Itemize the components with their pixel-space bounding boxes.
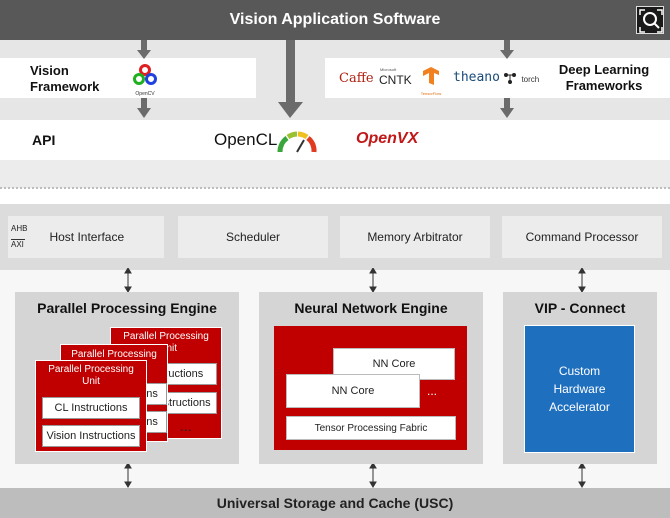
zoom-button[interactable] [636,6,664,34]
cl-instructions: CL Instructions [42,397,140,419]
cntk-logo: CNTK [379,73,412,87]
double-arrow-connectors [124,268,586,488]
driver-band [0,160,670,188]
vip-title: VIP - Connect [534,300,626,316]
divider [0,187,670,189]
dl-frameworks-label: Deep Learning Frameworks [558,62,650,93]
ppe-title: Parallel Processing Engine [37,300,217,316]
api-label: API [32,132,56,148]
opencv-icon [133,64,157,85]
scheduler-box: Scheduler [178,216,328,258]
app-header: Vision Application Software [0,0,670,40]
torch-icon [504,72,516,84]
double-arrow-icon [124,268,586,488]
opencl-gauge-icon [277,131,317,153]
command-processor-box: Command Processor [502,216,662,258]
theano-logo: theano [453,70,500,85]
bus-labels: AHB AXI [11,224,28,249]
header-title: Vision Application Software [229,11,441,28]
ppu-front: Parallel Processing Unit CL Instructions… [35,360,147,452]
tensorflow-icon [423,67,439,85]
dl-frameworks-box: Caffe Microsoft CNTK TensorFlow theano t… [325,58,670,98]
usc-title: Universal Storage and Cache (USC) [216,495,454,511]
usc-bar: Universal Storage and Cache (USC) [0,488,670,518]
torch-logo: torch [503,69,539,87]
host-interface-label: Host Interface [49,230,125,244]
vision-instructions: Vision Instructions [42,425,140,447]
caffe-logo: Caffe [339,71,374,86]
ppu-ellipsis: ... [180,418,192,434]
vision-framework-label: Vision Framework [30,63,100,94]
custom-hardware-accelerator: Custom Hardware Accelerator [524,325,635,453]
opencv-logo: OpenCV [132,64,158,97]
vision-framework-box: Vision Framework OpenCV [0,58,256,98]
nne-title: Neural Network Engine [294,300,448,316]
host-interface-box: AHB AXI Host Interface [8,216,164,258]
api-band: API OpenCL OpenVX [0,120,670,160]
tensorflow-logo: TensorFlow [420,66,442,96]
tensor-processing-fabric: Tensor Processing Fabric [286,416,456,440]
nn-core-ellipsis: ... [427,384,438,398]
zoom-icon [639,9,663,33]
opencl-logo: OpenCL [214,130,278,149]
memory-arbitrator-box: Memory Arbitrator [340,216,490,258]
openvx-logo: OpenVX [356,130,419,147]
nn-core-front: NN Core [286,374,420,408]
